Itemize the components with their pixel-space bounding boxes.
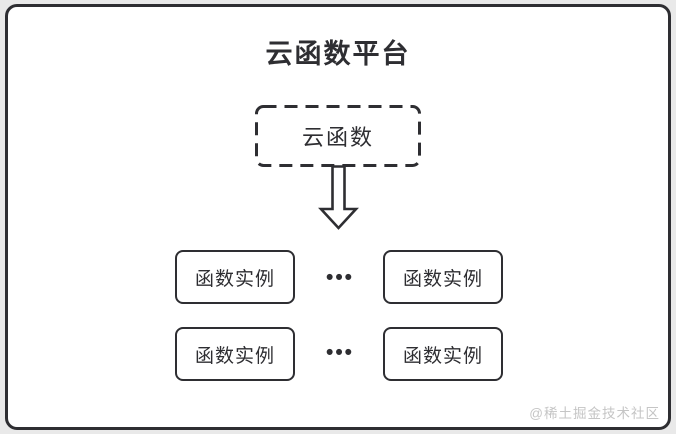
down-arrow-icon bbox=[316, 165, 361, 231]
dashed-border-icon bbox=[255, 105, 421, 167]
cloud-function-node: 云函数 bbox=[255, 105, 421, 167]
ellipsis-dots: ••• bbox=[325, 341, 355, 364]
function-instance-box: 函数实例 bbox=[175, 327, 295, 381]
function-instance-box: 函数实例 bbox=[383, 327, 503, 381]
diagram-title: 云函数平台 bbox=[265, 39, 411, 69]
function-instance-box: 函数实例 bbox=[383, 250, 503, 304]
watermark: @稀土掘金技术社区 bbox=[529, 406, 660, 421]
ellipsis-dots: ••• bbox=[325, 266, 355, 289]
cloud-function-label: 云函数 bbox=[301, 125, 374, 150]
function-instance-box: 函数实例 bbox=[175, 250, 295, 304]
